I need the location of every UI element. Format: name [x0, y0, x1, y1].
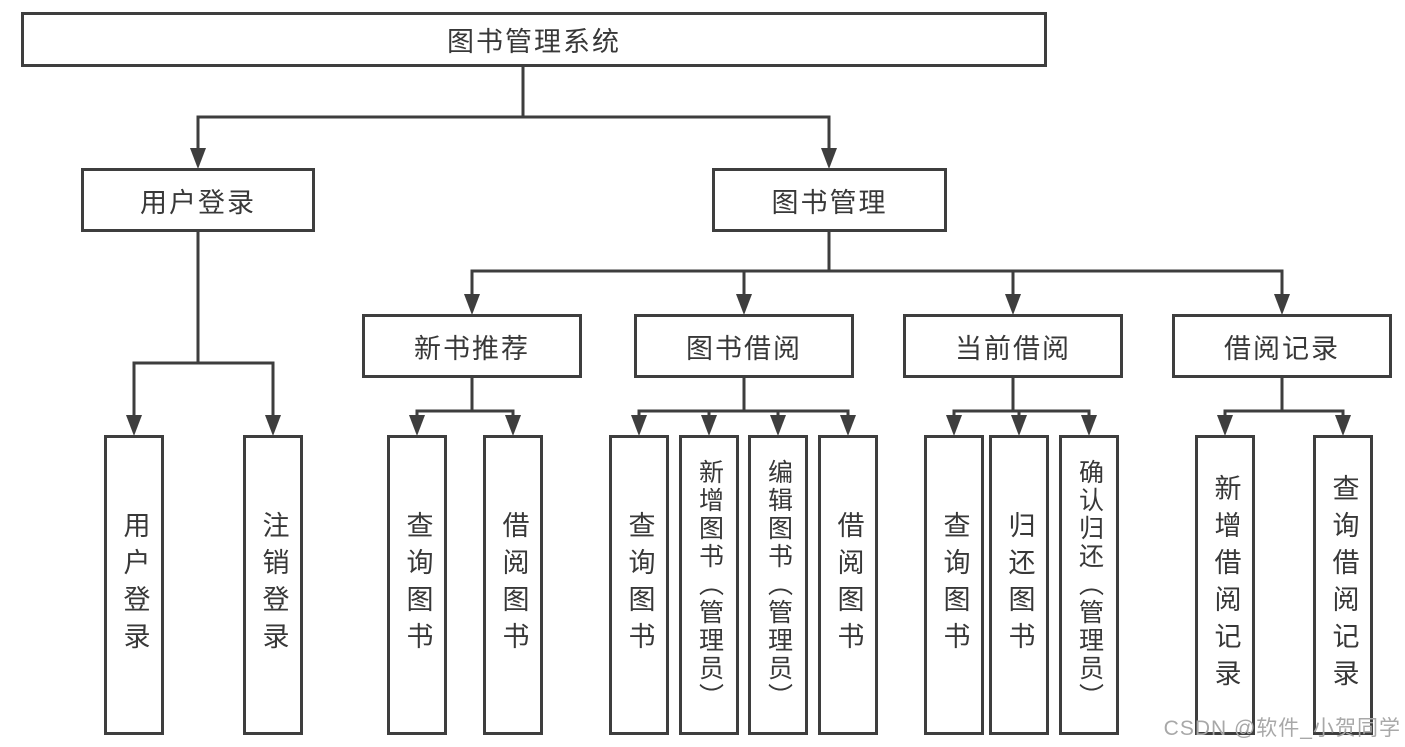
- leaf-edit-books-admin: 编辑图书（管理员）: [748, 435, 808, 735]
- leaf-confirm-return-admin: 确认归还（管理员）: [1059, 435, 1119, 735]
- leaf-add-borrow-record: 新增借阅记录: [1195, 435, 1255, 735]
- csdn-watermark: CSDN @软件_小贺同学: [1163, 717, 1401, 740]
- arrowheads: [126, 148, 1351, 436]
- node-user-login: 用户登录: [81, 168, 315, 232]
- node-current-borrowing: 当前借阅: [903, 314, 1123, 378]
- leaf-return-books: 归还图书: [989, 435, 1049, 735]
- leaf-add-books-admin: 新增图书（管理员）: [679, 435, 739, 735]
- node-new-book-recommend: 新书推荐: [362, 314, 582, 378]
- leaf-query-borrow-record: 查询借阅记录: [1313, 435, 1373, 735]
- leaf-borrow-books: 借阅图书: [818, 435, 878, 735]
- leaf-query-books-current: 查询图书: [924, 435, 984, 735]
- leaf-logout-login: 注销登录: [243, 435, 303, 735]
- node-borrowing-records: 借阅记录: [1172, 314, 1392, 378]
- leaf-query-books-recommend: 查询图书: [387, 435, 447, 735]
- node-book-borrowing: 图书借阅: [634, 314, 854, 378]
- leaf-borrow-books-recommend: 借阅图书: [483, 435, 543, 735]
- node-library-system: 图书管理系统: [21, 12, 1047, 67]
- node-book-management: 图书管理: [712, 168, 947, 232]
- leaf-query-books-borrow: 查询图书: [609, 435, 669, 735]
- leaf-user-login: 用户登录: [104, 435, 164, 735]
